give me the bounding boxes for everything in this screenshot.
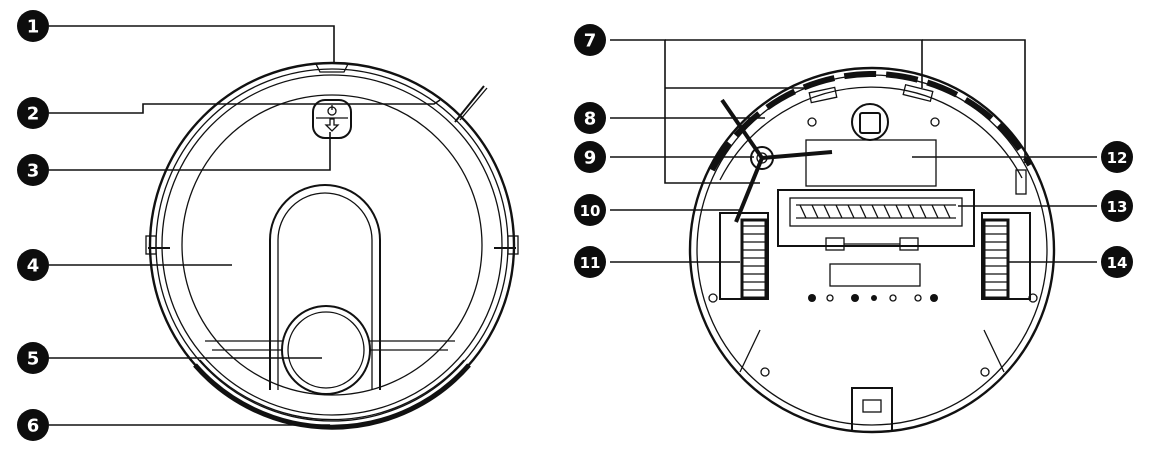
callout-1: 1 xyxy=(17,10,49,42)
callout-13-number: 13 xyxy=(1107,198,1128,216)
callout-8-number: 8 xyxy=(584,109,597,130)
callout-7: 7 xyxy=(574,24,606,56)
callout-11-number: 11 xyxy=(580,254,601,272)
callout-12-number: 12 xyxy=(1107,149,1128,167)
callout-7-number: 7 xyxy=(584,31,597,52)
callout-2-number: 2 xyxy=(27,104,40,125)
home-button-icon xyxy=(324,118,340,132)
callout-3: 3 xyxy=(17,154,49,186)
callout-2: 2 xyxy=(17,97,49,129)
callout-6-number: 6 xyxy=(27,416,40,437)
callout-5: 5 xyxy=(17,342,49,374)
callout-1-number: 1 xyxy=(27,17,40,38)
callout-14: 14 xyxy=(1101,246,1133,278)
callout-6: 6 xyxy=(17,409,49,441)
callout-8: 8 xyxy=(574,102,606,134)
callout-11: 11 xyxy=(574,246,606,278)
robot-top-view-icon xyxy=(145,61,519,430)
callout-10-number: 10 xyxy=(580,202,601,220)
callout-14-number: 14 xyxy=(1107,254,1128,272)
callout-10: 10 xyxy=(574,194,606,226)
callout-9-number: 9 xyxy=(584,148,597,169)
robot-bottom-view-icon xyxy=(688,66,1056,434)
callout-9: 9 xyxy=(574,141,606,173)
callout-4-number: 4 xyxy=(27,256,40,277)
callout-13: 13 xyxy=(1101,190,1133,222)
power-button-icon xyxy=(312,99,352,139)
callout-4: 4 xyxy=(17,249,49,281)
callout-12: 12 xyxy=(1101,141,1133,173)
callout-3-number: 3 xyxy=(27,161,40,182)
leader-lines xyxy=(49,25,1097,426)
callout-5-number: 5 xyxy=(27,349,40,370)
